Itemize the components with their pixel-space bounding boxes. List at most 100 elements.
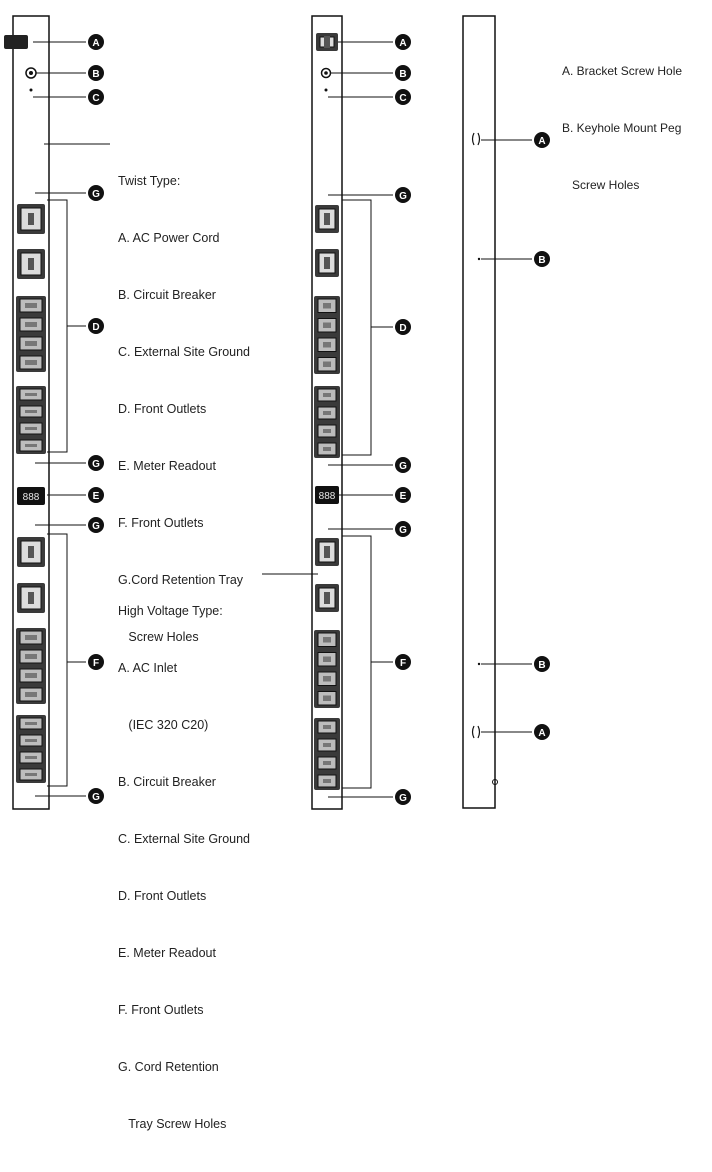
hv-legend: High Voltage Type: A. AC Inlet (IEC 320 … (118, 564, 250, 1172)
callout-circle (395, 319, 411, 335)
hv-meter-readout: 888 (315, 486, 339, 504)
hv-legend-item-d: D. Front Outlets (118, 889, 207, 903)
callout-letter: F (93, 658, 99, 669)
callout-letter: B (92, 69, 99, 80)
outlet-socket-inner (25, 756, 37, 759)
outlet-socket-inner (25, 673, 37, 678)
twist-callout-g: G (88, 788, 104, 804)
outlet-slot (324, 546, 330, 558)
outlet-socket-inner (323, 779, 331, 783)
callout-letter: D (399, 323, 406, 334)
outlet-socket-inner (25, 654, 37, 659)
callout-circle (395, 65, 411, 81)
twist-callout-b: B (88, 65, 104, 81)
outlet-socket-inner (25, 322, 37, 327)
twist-outlet-single (17, 204, 45, 234)
outlet-socket-inner (323, 429, 331, 433)
side-keyhole-top (477, 257, 481, 261)
hv-bracket-d (342, 199, 372, 456)
callout-letter: G (399, 525, 407, 536)
twist-outlet-bank (16, 386, 46, 454)
outlet-socket-inner (323, 322, 331, 328)
hv-ac-inlet (316, 33, 338, 51)
outlet-socket-inner (323, 695, 331, 701)
outlet-socket-inner (25, 393, 37, 396)
callout-letter: B (538, 660, 545, 671)
outlet-slot (324, 213, 330, 225)
twist-callout-g: G (88, 455, 104, 471)
meter-body (315, 486, 339, 504)
twist-bracket-f (47, 533, 68, 787)
hv-callout-b: B (395, 65, 411, 81)
outlet-socket-inner (25, 692, 37, 697)
side-ground-stud (492, 779, 498, 785)
hv-outlet-single (315, 249, 339, 277)
hv-legend-item-b: B. Circuit Breaker (118, 775, 216, 789)
twist-outlet-bank (16, 715, 46, 783)
outlet-socket-inner (25, 739, 37, 742)
twist-outlet-bank (16, 628, 46, 704)
hv-circuit-breaker-center (324, 71, 328, 75)
hv-legend-item-a: A. AC Inlet (118, 661, 178, 675)
twist-meter-readout: 888 (17, 487, 45, 505)
side-callout-b: B (534, 656, 550, 672)
outlet-socket-inner (25, 635, 37, 640)
twist-callout-f: F (88, 654, 104, 670)
twist-circuit-breaker-center (29, 71, 33, 75)
callout-circle (395, 654, 411, 670)
twist-outlet-single (17, 249, 45, 279)
callout-circle (88, 89, 104, 105)
hv-outlet-bank (314, 718, 340, 790)
hv-callout-g: G (395, 187, 411, 203)
side-pdu-strip (462, 15, 496, 809)
hv-outlet-single (315, 205, 339, 233)
callout-letter: D (92, 322, 99, 333)
callout-letter: G (92, 459, 100, 470)
hv-callout-d: D (395, 319, 411, 335)
callout-circle (88, 654, 104, 670)
outlet-socket-inner (323, 411, 331, 415)
callout-circle (88, 34, 104, 50)
callout-circle (88, 487, 104, 503)
callout-circle (88, 65, 104, 81)
hv-outlet-bank (314, 630, 340, 708)
outlet-bank-body (16, 628, 46, 704)
hv-callout-c: C (395, 89, 411, 105)
outlet-slot (28, 592, 34, 604)
outlet-slot (28, 213, 34, 225)
twist-legend: Twist Type: A. AC Power Cord B. Circuit … (118, 134, 250, 685)
callout-circle (395, 34, 411, 50)
outlet-bank-body (314, 630, 340, 708)
twist-outlet-single (17, 537, 45, 567)
side-legend: A. Bracket Screw Hole B. Keyhole Mount P… (562, 24, 682, 233)
outlet-bank-body (16, 715, 46, 783)
outlet-socket-inner (323, 656, 331, 662)
twist-legend-item-e: E. Meter Readout (118, 459, 216, 473)
twist-outlet-bank (16, 296, 46, 372)
outlet-slot (28, 546, 34, 558)
outlet-slot (324, 257, 330, 269)
callout-circle (534, 656, 550, 672)
twist-callout-c: C (88, 89, 104, 105)
outlet-socket-inner (25, 410, 37, 413)
callout-letter: E (93, 491, 100, 502)
outlet-socket-inner (25, 360, 37, 365)
callout-letter: B (399, 69, 406, 80)
twist-legend-item-g: G.Cord Retention Tray (118, 573, 244, 587)
outlet-bank-body (314, 386, 340, 458)
outlet-bank-body (16, 386, 46, 454)
outlet-socket-inner (323, 361, 331, 367)
outlet-socket-inner (323, 725, 331, 729)
twist-callout-g: G (88, 517, 104, 533)
side-callout-b: B (534, 251, 550, 267)
side-bracket-hole-top (471, 132, 481, 146)
hv-callout-g: G (395, 457, 411, 473)
callout-circle (534, 132, 550, 148)
hv-legend-title: High Voltage Type: (118, 604, 223, 618)
callout-letter: A (538, 728, 545, 739)
hv-circuit-breaker (320, 67, 332, 79)
twist-power-cord-plug (4, 35, 28, 49)
outlet-slot (28, 258, 34, 270)
twist-callout-d: D (88, 318, 104, 334)
